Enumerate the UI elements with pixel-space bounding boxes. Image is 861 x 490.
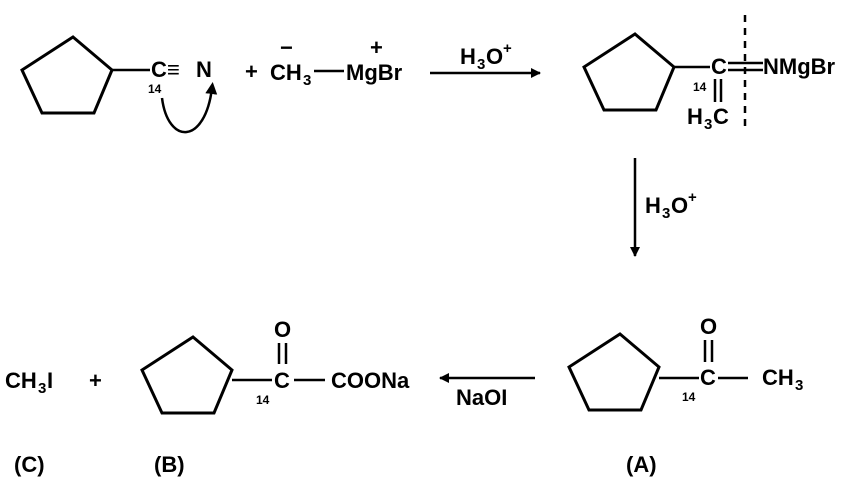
- arrow-2-h: H: [645, 193, 661, 218]
- reaction-arrow-1: H 3 O +: [430, 40, 541, 78]
- product-a-isotope: 14: [682, 390, 696, 404]
- intermediate-h: H: [687, 104, 703, 129]
- arrow-1-sub3: 3: [477, 56, 485, 73]
- product-b-oxygen: O: [274, 317, 291, 342]
- cyclopentane-ring-2: [582, 32, 676, 112]
- product-b-carbon: C: [274, 368, 290, 393]
- plus-sign-1: +: [245, 59, 258, 84]
- label-a: (A): [626, 452, 657, 477]
- product-b-carboxylate: O C 14 COONa (B): [140, 317, 410, 477]
- product-c-methyl-iodide: CH 3 I (C): [5, 368, 53, 477]
- triple-bond-symbol: ≡: [167, 57, 180, 82]
- mgbr-label: MgBr: [346, 60, 403, 85]
- subscript-3: 3: [303, 72, 311, 89]
- arrow-2-sub3: 3: [662, 205, 670, 222]
- arrow-2-o: O: [671, 193, 688, 218]
- cyclopentane-ring-3: [567, 332, 661, 412]
- isotope-label: 14: [148, 82, 162, 96]
- label-b: (B): [154, 452, 185, 477]
- product-c-sub3: 3: [38, 380, 46, 397]
- intermediate-sub3: 3: [704, 116, 712, 133]
- arrow-1-h: H: [460, 44, 476, 69]
- arrow-1-sup: +: [503, 40, 512, 57]
- arrow-1-o: O: [486, 44, 503, 69]
- curved-arrow: [160, 82, 218, 134]
- reaction-arrow-3: NaOI: [439, 373, 535, 410]
- plus-sign-2: +: [89, 368, 102, 393]
- plus-charge: +: [370, 35, 383, 60]
- carbon-atom: C: [151, 57, 167, 82]
- product-a-methyl: CH: [762, 365, 794, 390]
- product-a-oxygen: O: [700, 314, 717, 339]
- minus-charge: −: [280, 35, 293, 60]
- product-a-ketone: O C 14 CH 3 (A): [567, 314, 803, 477]
- intermediate-isotope: 14: [693, 80, 707, 94]
- product-b-coona: COONa: [331, 368, 410, 393]
- arrow-3-reagent: NaOI: [456, 385, 507, 410]
- product-a-carbon: C: [700, 365, 716, 390]
- reaction-arrow-2: H 3 O +: [630, 158, 697, 257]
- product-b-isotope: 14: [256, 393, 270, 407]
- intermediate-imine-salt: C 14 NMgBr H 3 C: [582, 15, 836, 133]
- intermediate-c: C: [713, 104, 729, 129]
- label-c: (C): [14, 452, 45, 477]
- product-c-i: I: [47, 368, 53, 393]
- cyclopentane-ring-1: [20, 35, 114, 115]
- arrow-2-sup: +: [688, 189, 697, 206]
- product-c-ch: CH: [5, 368, 37, 393]
- nitrogen-atom: N: [196, 57, 212, 82]
- product-a-sub3: 3: [795, 377, 803, 394]
- methyl-group: CH: [270, 60, 302, 85]
- reactant-cyclopentyl-nitrile: C 14 ≡ N: [20, 35, 218, 134]
- grignard-reagent: − + CH 3 MgBr: [270, 35, 403, 89]
- intermediate-carbon: C: [711, 54, 727, 79]
- nmgbr-label: NMgBr: [763, 54, 836, 79]
- cyclopentane-ring-4: [140, 335, 234, 415]
